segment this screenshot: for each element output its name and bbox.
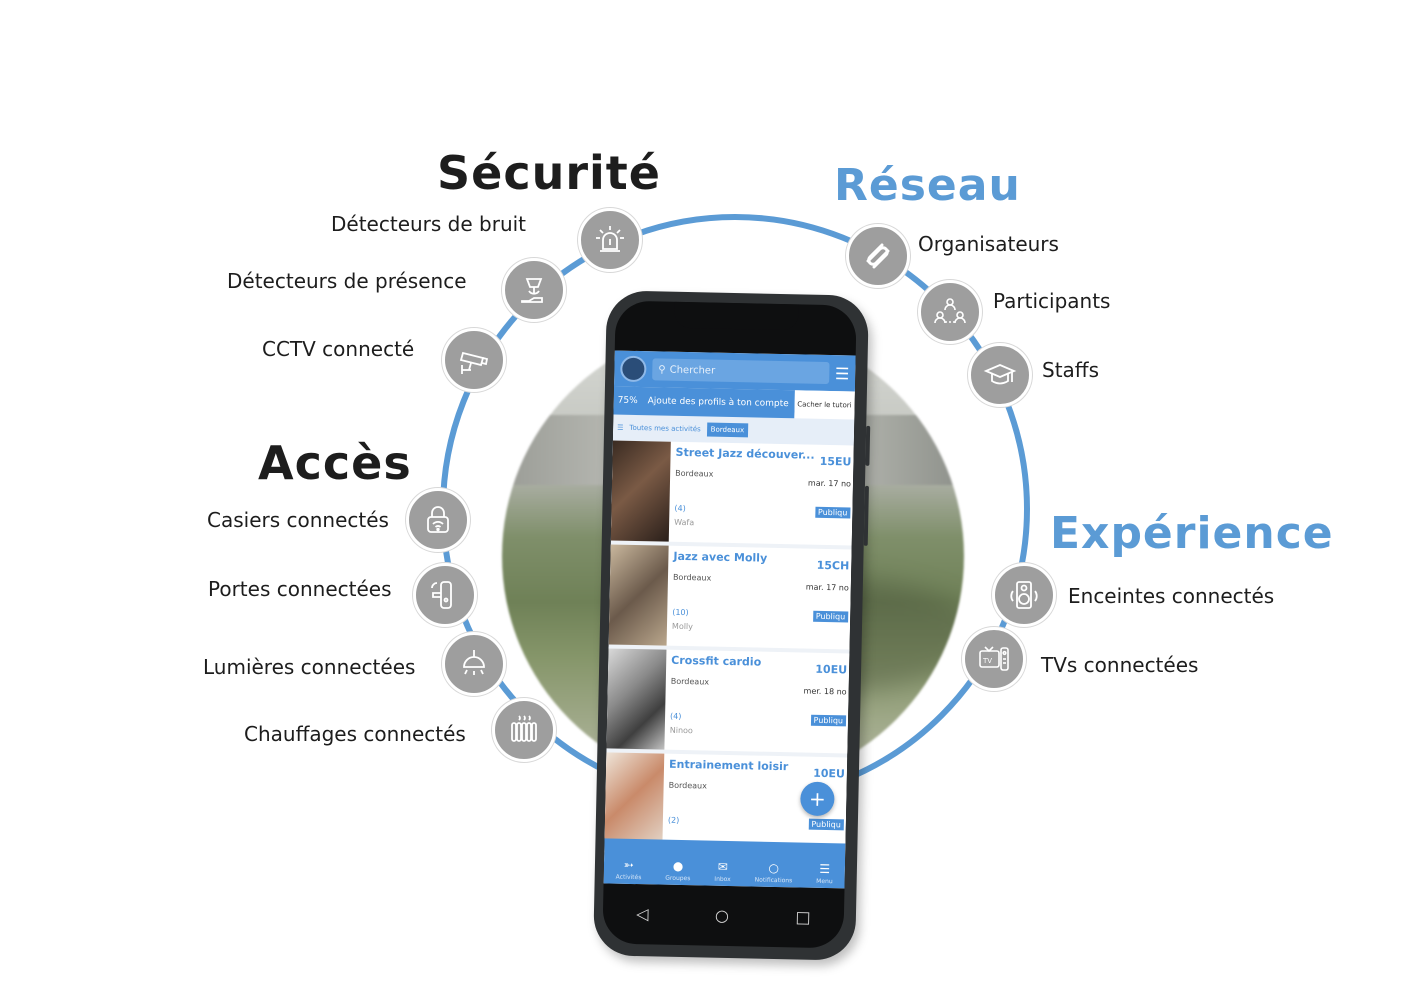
label-chauffages: Chauffages connectés <box>244 722 466 746</box>
label-organisateurs: Organisateurs <box>918 232 1059 256</box>
activity-organizer: Wafa <box>674 517 695 528</box>
graduation-cap-icon <box>968 343 1032 407</box>
activity-price: 10EU <box>815 662 848 677</box>
heading-securite: Sécurité <box>437 146 661 200</box>
activity-price: 15EU <box>819 454 852 469</box>
label-casiers: Casiers connectés <box>207 508 389 532</box>
tab-menu[interactable]: ☰Menu <box>816 862 833 885</box>
label-detecteurs-presence: Détecteurs de présence <box>227 269 467 293</box>
label-portes: Portes connectées <box>208 577 392 601</box>
activity-thumbnail <box>606 648 667 750</box>
tab-inbox[interactable]: ✉Inbox <box>714 860 731 883</box>
group-icon: ● <box>672 858 684 874</box>
status-badge: Publiqu <box>808 818 844 831</box>
phone-notch <box>673 301 799 331</box>
tv-remote-icon: TV <box>962 627 1026 691</box>
hide-tutorial-button[interactable]: Cacher le tutori <box>793 390 855 420</box>
heading-reseau: Réseau <box>834 160 1021 211</box>
speaker-icon <box>992 563 1056 627</box>
status-badge: Publiqu <box>814 506 851 519</box>
inbox-icon: ✉ <box>717 859 728 874</box>
label-staffs: Staffs <box>1042 358 1099 382</box>
banner-progress[interactable]: 75% Ajoute des profils à ton compte <box>613 386 795 419</box>
menu-icon: ☰ <box>819 861 831 877</box>
alarm-siren-icon <box>578 208 642 272</box>
tab-notifications[interactable]: ○Notifications <box>754 860 793 885</box>
app-header: ⚲ Chercher ☰ <box>613 350 856 392</box>
phone-mockup: ⚲ Chercher ☰ 75% Ajoute des profils à to… <box>593 290 871 961</box>
activity-organizer: Molly <box>671 621 694 632</box>
cctv-camera-icon <box>442 328 506 392</box>
label-cctv: CCTV connecté <box>262 337 415 361</box>
activity-participants: (4) <box>674 503 686 514</box>
phone-screen: ⚲ Chercher ☰ 75% Ajoute des profils à to… <box>603 350 856 889</box>
activity-price: 10EU <box>813 766 846 781</box>
activity-date: mar. 17 no <box>805 582 849 593</box>
tab-label: Menu <box>816 877 833 886</box>
activity-card[interactable]: Street Jazz découver... 15EU Bordeaux ma… <box>610 440 854 546</box>
search-input[interactable]: ⚲ Chercher <box>652 358 830 384</box>
filter-city[interactable]: Bordeaux <box>706 422 749 438</box>
phone-side-button <box>865 425 871 466</box>
tab-label: Groupes <box>665 874 691 883</box>
radiator-icon <box>492 698 556 762</box>
heading-experience: Expérience <box>1050 508 1334 559</box>
label-lumieres: Lumières connectées <box>203 655 416 679</box>
tab-label: Inbox <box>714 875 731 884</box>
heading-acces: Accès <box>258 436 412 490</box>
door-handle-icon <box>413 563 477 627</box>
activity-thumbnail <box>608 544 669 646</box>
activity-organizer: Ninoo <box>669 725 693 736</box>
app-logo-icon <box>846 224 910 288</box>
avatar[interactable] <box>620 355 647 383</box>
filter-settings-icon[interactable]: ☰ <box>617 423 624 432</box>
activity-participants: (2) <box>667 815 680 825</box>
svg-text:TV: TV <box>982 657 992 665</box>
activity-date: mer. 18 no <box>803 686 847 697</box>
android-nav-bar: ◁ ○ □ <box>603 897 845 932</box>
tab-activites[interactable]: ➳Activités <box>615 857 642 882</box>
activity-price: 15CH <box>816 558 850 573</box>
app-logo-icon: ➳ <box>623 857 634 873</box>
recents-icon[interactable]: □ <box>795 906 811 927</box>
label-participants: Participants <box>993 289 1111 313</box>
activity-participants: (10) <box>672 607 689 618</box>
label-tvs: TVs connectées <box>1041 653 1199 677</box>
list-view-icon[interactable]: ☰ <box>834 363 850 383</box>
search-placeholder: Chercher <box>669 364 716 377</box>
banner-text: Ajoute des profils à ton compte <box>647 396 789 410</box>
motion-sensor-icon <box>502 258 566 322</box>
tab-groupes[interactable]: ●Groupes <box>665 858 691 883</box>
label-detecteurs-bruit: Détecteurs de bruit <box>331 212 527 236</box>
search-icon: ⚲ <box>658 363 666 376</box>
bell-icon: ○ <box>768 860 780 876</box>
activity-participants: (4) <box>669 711 682 721</box>
profile-banner: 75% Ajoute des profils à ton compte Cach… <box>613 386 855 420</box>
banner-percent: 75% <box>617 395 638 406</box>
activity-thumbnail <box>610 440 671 542</box>
tab-label: Notifications <box>754 876 793 885</box>
phone-bezel: ⚲ Chercher ☰ 75% Ajoute des profils à to… <box>602 300 857 949</box>
activity-date: mar. 17 no <box>807 478 852 489</box>
status-badge: Publiqu <box>810 714 847 727</box>
bottom-tab-bar: ➳Activités ●Groupes ✉Inbox ○Notification… <box>603 838 846 889</box>
label-enceintes: Enceintes connectés <box>1068 584 1275 608</box>
home-icon[interactable]: ○ <box>714 905 730 925</box>
activity-card[interactable]: Crossfit cardio 10EU Bordeaux mer. 18 no… <box>606 648 850 754</box>
wifi-lock-icon <box>406 488 470 552</box>
ceiling-lamp-icon <box>442 632 506 696</box>
filter-all[interactable]: Toutes mes activités <box>629 423 701 434</box>
status-badge: Publiqu <box>812 610 849 623</box>
activity-card[interactable]: Jazz avec Molly 15CH Bordeaux mar. 17 no… <box>608 544 852 650</box>
tab-label: Activités <box>615 873 642 882</box>
people-network-icon <box>918 280 982 344</box>
back-icon[interactable]: ◁ <box>636 903 649 923</box>
